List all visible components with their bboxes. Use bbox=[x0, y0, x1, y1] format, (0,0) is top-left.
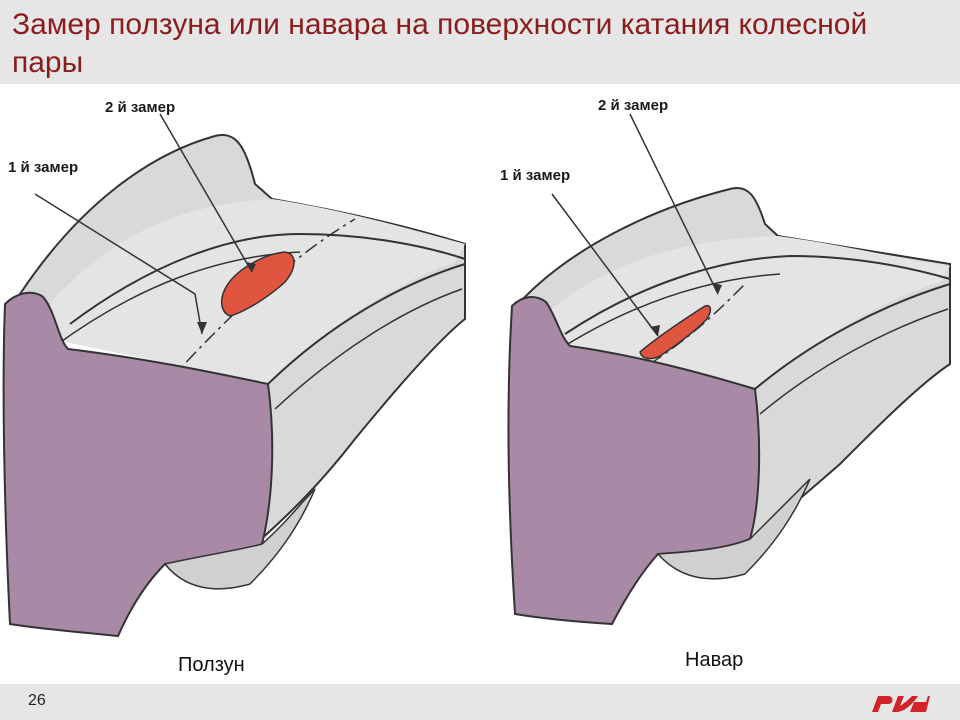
navar-callout-1-label: 1 й замер bbox=[500, 167, 570, 184]
polzun-callout-2-label: 2 й замер bbox=[105, 99, 175, 116]
navar-callout-2-label: 2 й замер bbox=[598, 97, 668, 114]
navar-caption: Навар bbox=[685, 649, 744, 671]
navar-callout-1-leader bbox=[551, 193, 659, 337]
navar-surface-line-3 bbox=[754, 283, 951, 390]
polzun-callout-1-arrow bbox=[197, 322, 207, 334]
navar-callout-2-leader bbox=[629, 113, 719, 295]
navar-surface-line-4 bbox=[759, 308, 949, 415]
navar-defect bbox=[639, 304, 712, 360]
figure-navar: 2 й замер 1 й замер Навар bbox=[480, 84, 960, 684]
navar-measure-line bbox=[649, 283, 746, 365]
navar-surface-line-2 bbox=[554, 273, 781, 353]
slide-footer: 26 bbox=[0, 684, 960, 720]
navar-wheel-disk bbox=[656, 478, 811, 580]
slide-title: Замер ползуна или навара на поверхности … bbox=[12, 8, 868, 79]
polzun-surface-line-4 bbox=[274, 288, 463, 410]
navar-callout-2-arrow bbox=[712, 283, 722, 294]
polzun-caption: Ползун bbox=[178, 654, 245, 676]
polzun-surface-line-3 bbox=[267, 263, 466, 385]
polzun-callout-2-arrow bbox=[246, 262, 256, 272]
polzun-wheel-disk bbox=[163, 488, 316, 590]
page-number: 26 bbox=[28, 692, 46, 709]
polzun-defect bbox=[220, 251, 295, 317]
figure-polzun: 2 й замер 1 й замер Ползун bbox=[0, 84, 480, 684]
navar-wheel-illustration: 2 й замер 1 й замер bbox=[500, 97, 951, 626]
slide-header: Замер ползуна или навара на поверхности … bbox=[0, 0, 960, 84]
polzun-wheel-illustration: 2 й замер 1 й замер bbox=[2, 99, 466, 638]
navar-callout-1-arrow bbox=[650, 325, 660, 336]
polzun-callout-1-label: 1 й замер bbox=[8, 159, 78, 176]
polzun-callout-2-leader bbox=[159, 113, 253, 273]
polzun-surface-line-1 bbox=[69, 232, 466, 325]
rzd-logo-icon bbox=[872, 696, 930, 712]
polzun-callout-1-leader bbox=[34, 193, 203, 335]
